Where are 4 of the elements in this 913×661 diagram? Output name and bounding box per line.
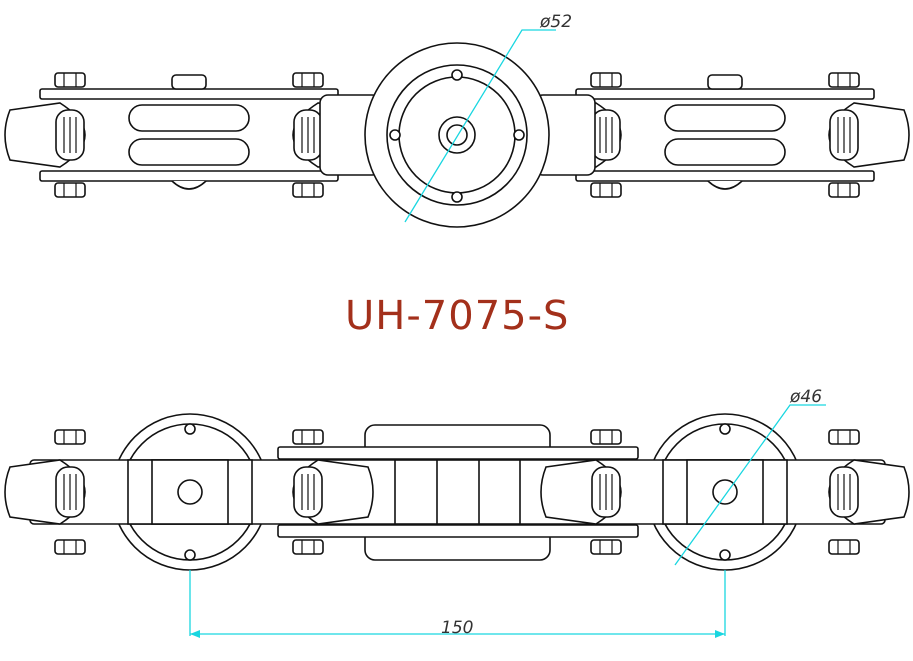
dimension-label: 150 bbox=[441, 620, 474, 637]
diameter-label: ø52 bbox=[540, 14, 572, 31]
diameter-label: ø46 bbox=[790, 389, 822, 406]
model-number-title: UH-7075-S bbox=[345, 296, 570, 336]
